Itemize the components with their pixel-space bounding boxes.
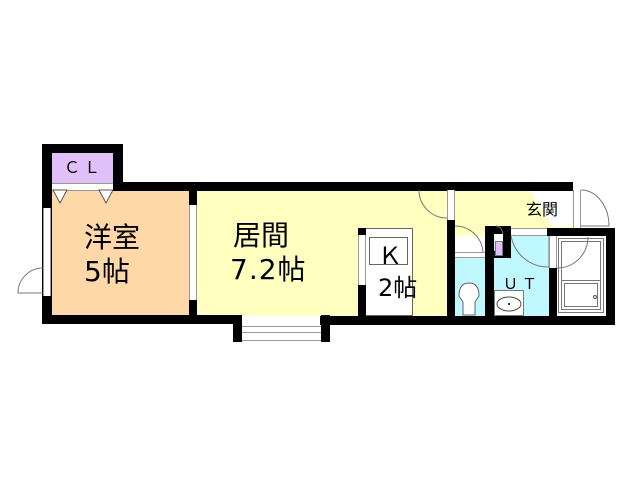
partition-sliding-door[interactable] — [189, 205, 197, 300]
bathtub-basin-inner — [564, 283, 598, 307]
utility-cabinet[interactable] — [495, 241, 503, 256]
bay-window-sill — [242, 332, 321, 333]
bathtub-basin — [561, 280, 601, 310]
kitchen-wall-opening — [358, 235, 366, 285]
kitchen-sink — [369, 237, 408, 265]
utility-shelf-wall — [503, 226, 511, 258]
entrance-label: 玄関 — [526, 200, 559, 219]
toilet-door-track — [455, 252, 485, 258]
kitchen-size: 2帖 — [378, 274, 418, 302]
bottom-wall-right — [320, 316, 615, 325]
top-wall — [113, 182, 573, 191]
bay-wall-right — [321, 315, 330, 342]
western-room — [52, 190, 190, 316]
living-bay-extension — [242, 316, 320, 326]
bath-top-wall — [545, 228, 615, 236]
bath-door-opening[interactable] — [549, 236, 557, 268]
closet-label: ＣＬ — [64, 158, 105, 177]
utility-cabinet-top — [495, 234, 503, 241]
bottom-wall-left — [42, 315, 242, 324]
bathtub[interactable] — [558, 238, 604, 313]
hall-opening[interactable] — [447, 190, 455, 220]
utility-door-track — [511, 228, 547, 236]
western-room-size: 5帖 — [84, 255, 130, 288]
kitchen-name: Ｋ — [378, 242, 402, 270]
closet[interactable] — [52, 153, 113, 183]
left-window — [43, 208, 51, 296]
utility-top-wall — [485, 226, 510, 234]
living-room-size: 7.2帖 — [230, 253, 307, 286]
western-room-name: 洋室 — [84, 221, 141, 254]
hall-wall — [447, 190, 455, 320]
living-room-name: 居間 — [233, 219, 290, 252]
right-wall — [606, 228, 615, 325]
bay-window — [242, 326, 321, 341]
closet-door-track — [52, 183, 113, 191]
entrance-step — [573, 190, 581, 228]
entrance-top-cap — [565, 182, 573, 190]
bay-wall-left — [233, 315, 242, 342]
toilet-right-wall — [485, 226, 494, 320]
utility-label: ＵＴ — [503, 275, 542, 293]
bath-left-wall — [549, 228, 557, 320]
kitchen-counter[interactable] — [366, 228, 413, 316]
